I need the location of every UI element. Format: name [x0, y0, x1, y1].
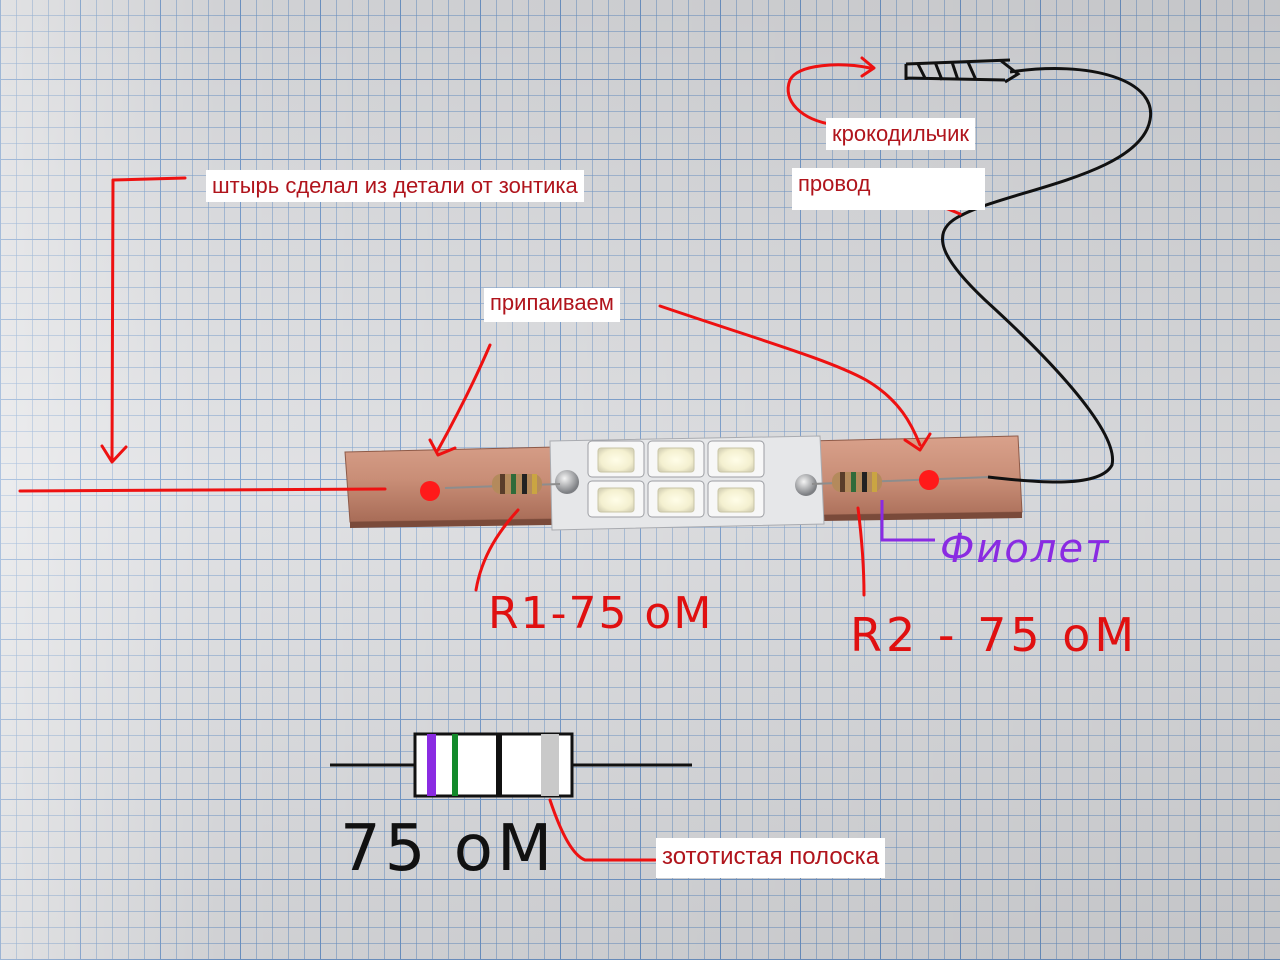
resistor-r2 — [811, 472, 991, 492]
handwritten-violet: Фиолет — [940, 526, 1111, 572]
handwritten-r2: R2 - 75 оМ — [850, 608, 1139, 662]
band-green — [452, 734, 458, 796]
resistor-diagram — [330, 732, 692, 798]
label-pin: штырь сделал из детали от зонтика — [206, 170, 584, 202]
crocodile-clip-sketch — [904, 58, 1021, 84]
led-6 — [717, 487, 755, 513]
label-wire: провод — [792, 168, 985, 210]
led-2 — [657, 447, 695, 473]
wire-to-clip — [941, 67, 1153, 484]
led-5 — [657, 487, 695, 513]
label-solder: припаиваем — [484, 288, 620, 322]
solder-joint-left — [555, 470, 579, 494]
led-3 — [717, 447, 755, 473]
handwritten-r1: R1-75 оМ — [488, 588, 714, 639]
violet-leader — [880, 500, 935, 542]
label-clip: крокодильчик — [826, 118, 976, 150]
band-gold — [541, 734, 559, 796]
resistor-r1 — [444, 474, 561, 494]
label-gold-band: зототистая полоска — [656, 838, 886, 878]
led-1 — [597, 447, 635, 473]
band-black — [496, 734, 502, 796]
solder-point-markers — [420, 470, 939, 501]
band-violet — [427, 734, 436, 796]
led-array — [587, 440, 765, 518]
led-4 — [597, 487, 635, 513]
handwritten-value: 75 оМ — [340, 812, 557, 886]
annotation-arrows — [18, 56, 962, 862]
solder-joint-right — [795, 474, 817, 496]
